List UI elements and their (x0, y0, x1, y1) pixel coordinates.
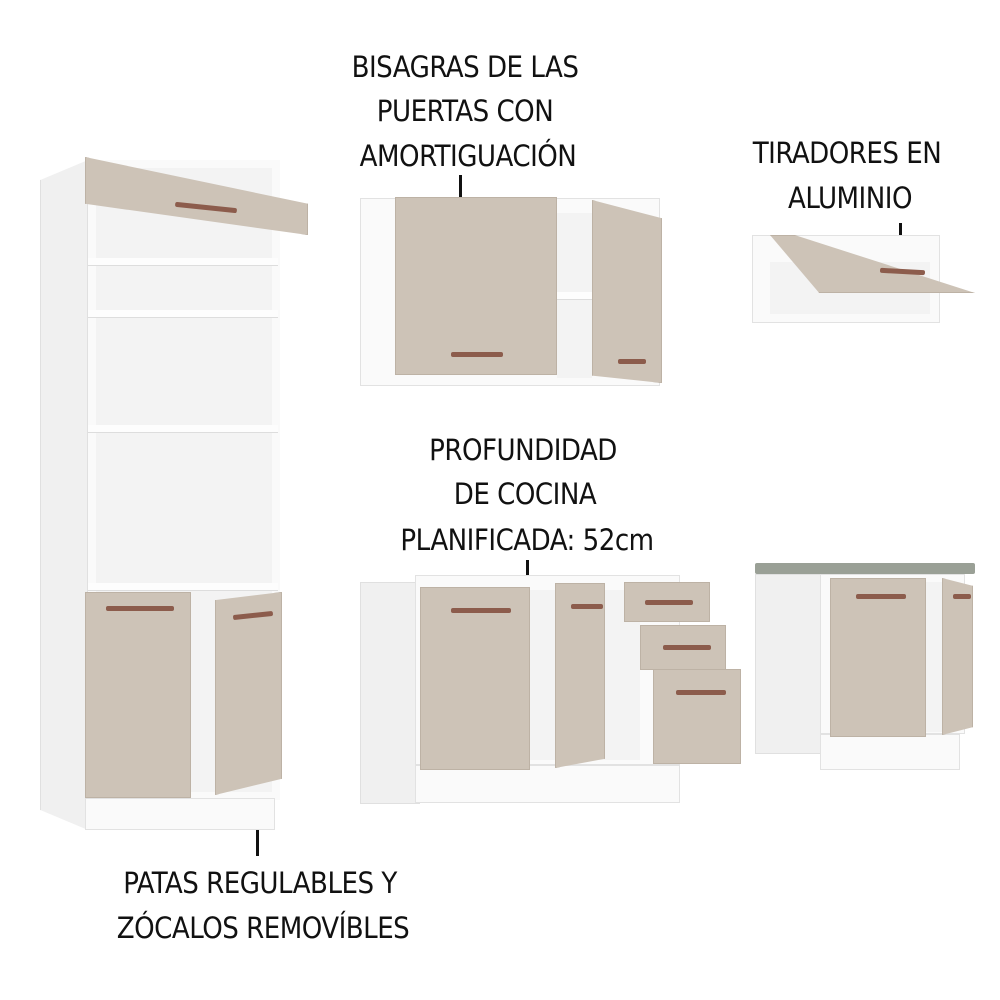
tall-cabinet-right-door (215, 592, 282, 795)
callout-hinges-line3: AMORTIGUACIÓN (359, 139, 577, 173)
callout-hinges-line1: BISAGRAS DE LAS (351, 50, 579, 84)
right-cabinet-plinth (820, 734, 960, 770)
lower-cabinet-left-door (420, 587, 530, 770)
callout-handles-line1: TIRADORES EN (752, 136, 942, 170)
countertop (755, 563, 975, 574)
right-cabinet-door (830, 578, 926, 737)
lower-cabinet-right-door (555, 583, 605, 768)
drawer-3 (653, 669, 741, 764)
upper-cabinet-left-door (395, 197, 557, 375)
callout-depth-line1: PROFUNDIDAD (429, 433, 617, 467)
callout-depth-line3: PLANIFICADA: 52cm (400, 523, 654, 557)
callout-pointer-legs (256, 812, 259, 856)
right-cabinet-open-door (942, 578, 973, 735)
callout-legs-line1: PATAS REGULABLES Y (123, 866, 397, 900)
callout-pointer-hinges (459, 175, 462, 211)
callout-hinges-line2: PUERTAS CON (376, 94, 554, 128)
callout-handles-line2: ALUMINIO (788, 181, 912, 215)
callout-depth-line2: DE COCINA (453, 477, 597, 511)
callout-legs-line2: ZÓCALOS REMOVÍBLES (116, 911, 410, 945)
drawer-2 (640, 625, 726, 670)
lower-cabinet-plinth (415, 765, 680, 803)
upper-cabinet-right-door (592, 200, 662, 383)
tall-cabinet-left-door (85, 592, 191, 798)
tall-cabinet-plinth (85, 798, 275, 830)
drawer-1 (624, 582, 710, 622)
